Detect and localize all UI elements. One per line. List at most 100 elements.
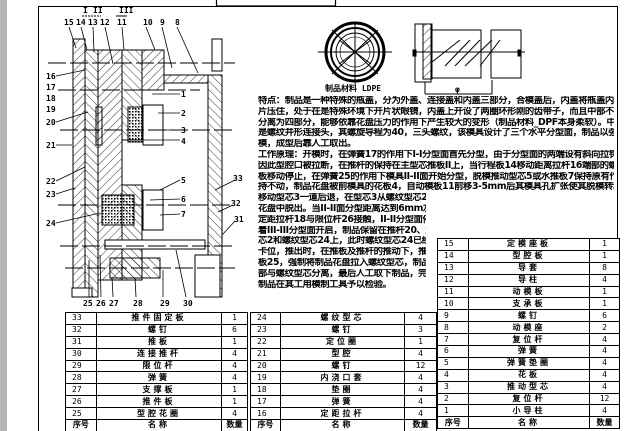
part-quantity: 4 — [589, 356, 620, 370]
part-number: 17 — [250, 395, 281, 409]
part-number: 1 — [437, 404, 469, 418]
description-line: 板25，强制将制品花盘拉入螺纹型芯，制品和型芯全 — [258, 258, 426, 268]
part-quantity: 2 — [589, 321, 620, 335]
part-number: 31 — [65, 335, 97, 349]
part-quantity: 1 — [589, 285, 620, 299]
label-4: 4 — [181, 137, 186, 146]
label-21: 21 — [46, 141, 56, 150]
part-quantity: 4 — [404, 383, 437, 397]
label-31: 31 — [234, 215, 244, 224]
part-number: 26 — [65, 395, 97, 409]
part-quantity: 6 — [221, 323, 248, 337]
part-number: 8 — [437, 321, 469, 335]
description-line: 持不动，制品花盘被前模具的花板4，自动模板11前移3-5mm后其模具孔扩张使其脱… — [258, 182, 614, 193]
part-name: 复位杆 — [467, 333, 591, 347]
part-quantity: 4 — [404, 395, 437, 409]
part-name: 限位杆 — [95, 359, 223, 373]
header-quantity: 数量 — [589, 416, 620, 430]
bom-header-row: 序号名称数量 — [437, 416, 620, 430]
description-line: 因此型腔口被拉断，在推杆的保持在主型芯推板II上，当行程板14移动距离拉杆16端… — [258, 160, 614, 171]
sheet-frame — [38, 0, 618, 431]
part-name: 型腔花圈 — [95, 407, 223, 421]
part-name: 连接推杆 — [95, 347, 223, 361]
header-quantity: 数量 — [404, 419, 437, 431]
marker-iii: III — [119, 6, 134, 15]
part-number: 11 — [437, 285, 469, 299]
description-line: 特点：制品是一种特殊的瓶盖，分为外盖、连接盖和内盖三部分，合模盖后，内盖将瓶盖内… — [258, 96, 614, 106]
part-quantity: 1 — [221, 395, 248, 409]
description-line: 芯2和螺纹型芯24上，此时螺纹型芯24已经推离花盘 — [258, 236, 426, 247]
label-9: 9 — [160, 18, 165, 27]
description-line: 制品在其工用模制工具予以检验。 — [258, 279, 392, 290]
part-number: 6 — [437, 345, 469, 358]
label-27: 27 — [109, 299, 119, 308]
description-line: 移动型芯3一道后退，在型芯3从螺纹型芯24中制品 — [258, 193, 426, 204]
header-name: 名称 — [279, 419, 406, 431]
label-30: 30 — [183, 299, 193, 308]
part-name: 内浇口套 — [279, 371, 406, 385]
part-quantity: 3 — [404, 323, 437, 337]
part-number: 28 — [65, 371, 97, 385]
left-scroll-strip — [0, 0, 7, 431]
description-line: 花盘中脱出。当II-II面分型距离达到6mm左右时， — [258, 204, 426, 214]
part-name: 定模座板 — [467, 238, 591, 251]
part-number: 14 — [437, 249, 469, 263]
label-17: 17 — [46, 83, 56, 92]
label-20: 20 — [46, 118, 56, 127]
part-name: 支撑板 — [95, 383, 223, 397]
part-number: 16 — [250, 407, 281, 421]
bom-header-row: 序号名称数量 — [65, 419, 248, 431]
part-name: 动模板 — [467, 285, 591, 299]
bom-header-row: 序号名称数量 — [250, 419, 437, 431]
part-number: 5 — [437, 356, 469, 370]
label-2: 2 — [181, 109, 186, 118]
part-quantity: 4 — [589, 333, 620, 347]
header-name: 名称 — [95, 419, 223, 431]
part-number: 7 — [437, 333, 469, 347]
marker-ii: II — [93, 6, 103, 15]
description-line: 工作原理：开模时，在弹簧17的作用下I-I分型面首先分型，由于分型面的两端设有斜… — [258, 150, 614, 160]
description-line: 板移动停止，在弹簧25的作用下模具II-II面开始分型，脱模推动型芯5或水推板7… — [258, 171, 614, 182]
part-name: 螺钉 — [279, 359, 406, 373]
part-name: 定位圈 — [279, 335, 406, 349]
dimension-label: φ — [455, 85, 460, 94]
header-number: 序号 — [250, 419, 281, 431]
part-number: 29 — [65, 359, 97, 373]
part-quantity: 4 — [404, 347, 437, 361]
part-quantity: 4 — [589, 345, 620, 358]
part-number: 18 — [250, 383, 281, 397]
part-quantity: 1 — [589, 249, 620, 263]
part-name: 推件板 — [95, 395, 223, 409]
part-quantity: 1 — [589, 297, 620, 311]
part-number: 10 — [437, 297, 469, 311]
part-name: 弹簧垫圈 — [467, 356, 591, 370]
part-name: 花板 — [467, 368, 591, 382]
part-quantity: 1 — [221, 312, 248, 325]
section-view — [48, 26, 236, 298]
part-quantity: 1 — [221, 383, 248, 397]
product-side-view — [412, 23, 525, 95]
part-name: 定距拉杆 — [279, 407, 406, 421]
part-name: 复位杆 — [467, 392, 591, 406]
part-number: 27 — [65, 383, 97, 397]
part-number: 9 — [437, 309, 469, 323]
header-quantity: 数量 — [221, 419, 248, 431]
part-number: 30 — [65, 347, 97, 361]
label-29: 29 — [160, 299, 170, 308]
part-name: 弹簧 — [279, 395, 406, 409]
part-number: 22 — [250, 335, 281, 349]
description-line: 定距拉杆18与限位杆26接触，II-II分型面停止，接 — [258, 214, 426, 225]
